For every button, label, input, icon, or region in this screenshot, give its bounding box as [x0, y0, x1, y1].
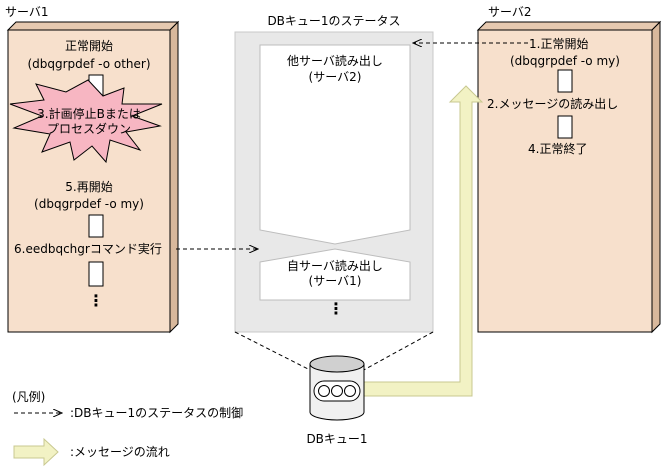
- queue-status-ellipsis: ⋮: [328, 299, 344, 318]
- server2-message-read: 2.メッセージの読み出し: [487, 97, 619, 111]
- server2-panel: [476, 20, 662, 334]
- own-read-line1: 自サーバ読み出し: [287, 259, 383, 273]
- server1-restart: 5.再開始: [65, 180, 113, 194]
- server2-step-box-2: [557, 115, 573, 139]
- other-read-status-box: [259, 44, 411, 245]
- failure-label-line1: 3.計画停止Bまたは: [37, 107, 141, 121]
- db-queue-label: DBキュー1: [306, 432, 368, 446]
- status-to-db-right-connector: [359, 331, 434, 373]
- server2-normal-end: 4.正常終了: [528, 142, 588, 156]
- server1-restart-cmd: (dbqgrpdef -o my): [34, 197, 144, 211]
- server2-normal-start-cmd: (dbqgrpdef -o my): [510, 54, 620, 68]
- server1-command-label: 6.eedbqchgrコマンド実行: [14, 242, 162, 256]
- own-read-line2: (サーバ1): [308, 274, 362, 288]
- legend-flow-arrow-sample: [13, 437, 59, 467]
- legend-dashed-desc: :DBキュー1のステータスの制御: [70, 406, 244, 420]
- db-queue-cylinder: [309, 355, 365, 421]
- legend-arrow-desc: :メッセージの流れ: [70, 445, 170, 459]
- server1-step-box-3: [88, 261, 104, 287]
- status-to-db-left-connector: [234, 331, 315, 373]
- other-read-line1: 他サーバ読み出し: [287, 54, 383, 68]
- server2-step-box-1: [557, 69, 573, 93]
- server2-normal-start: 1.正常開始: [529, 37, 589, 51]
- server1-normal-start: 正常開始: [64, 39, 113, 53]
- legend-title: (凡例): [12, 390, 46, 404]
- server1-title: サーバ1: [5, 5, 49, 19]
- server2-title: サーバ2: [488, 5, 532, 19]
- server1-ellipsis: ⋮: [88, 291, 104, 310]
- queue-status-title: DBキュー1のステータス: [267, 14, 401, 28]
- server1-normal-start-cmd: (dbqgrpdef -o other): [27, 57, 151, 71]
- own-read-status-box: [259, 248, 411, 301]
- server1-step-box-2: [88, 214, 104, 238]
- message-flow-arrow: [363, 85, 484, 397]
- other-read-line2: (サーバ2): [308, 70, 362, 84]
- failure-label-line2: プロセスダウン: [46, 122, 131, 136]
- failure-burst-shape: [9, 79, 163, 164]
